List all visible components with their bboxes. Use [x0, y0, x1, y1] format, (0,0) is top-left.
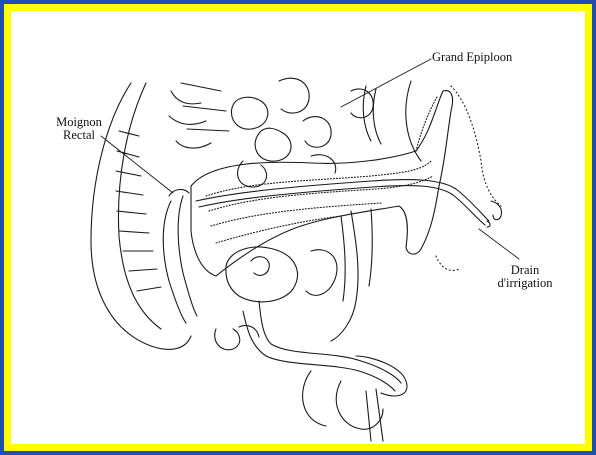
rectal-stump	[163, 189, 197, 323]
urethra-penis	[215, 301, 407, 441]
label-drain-irrigation: Drain d'irrigation	[493, 264, 557, 290]
skin-surface	[436, 86, 501, 270]
drain-curl	[491, 201, 502, 220]
diagram-canvas: Grand Epiploon Moignon Rectal Drain d'ir…	[11, 11, 585, 444]
leader-grand-epiploon	[341, 59, 431, 107]
yellow-frame: Grand Epiploon Moignon Rectal Drain d'ir…	[4, 4, 592, 451]
label-grand-epiploon: Grand Epiploon	[432, 51, 512, 64]
leader-drain	[479, 229, 519, 259]
abdominal-wall	[331, 81, 421, 341]
label-irrigation: d'irrigation	[493, 277, 557, 290]
label-rectal: Rectal	[51, 129, 107, 142]
label-moignon-rectal: Moignon Rectal	[51, 116, 107, 142]
pelvic-sagittal-drawing	[11, 11, 585, 444]
irrigation-drain	[196, 180, 490, 227]
leader-moignon-rectal	[101, 136, 173, 193]
bladder	[226, 247, 337, 302]
intestinal-loops	[231, 78, 373, 187]
vertebrae	[169, 83, 229, 148]
